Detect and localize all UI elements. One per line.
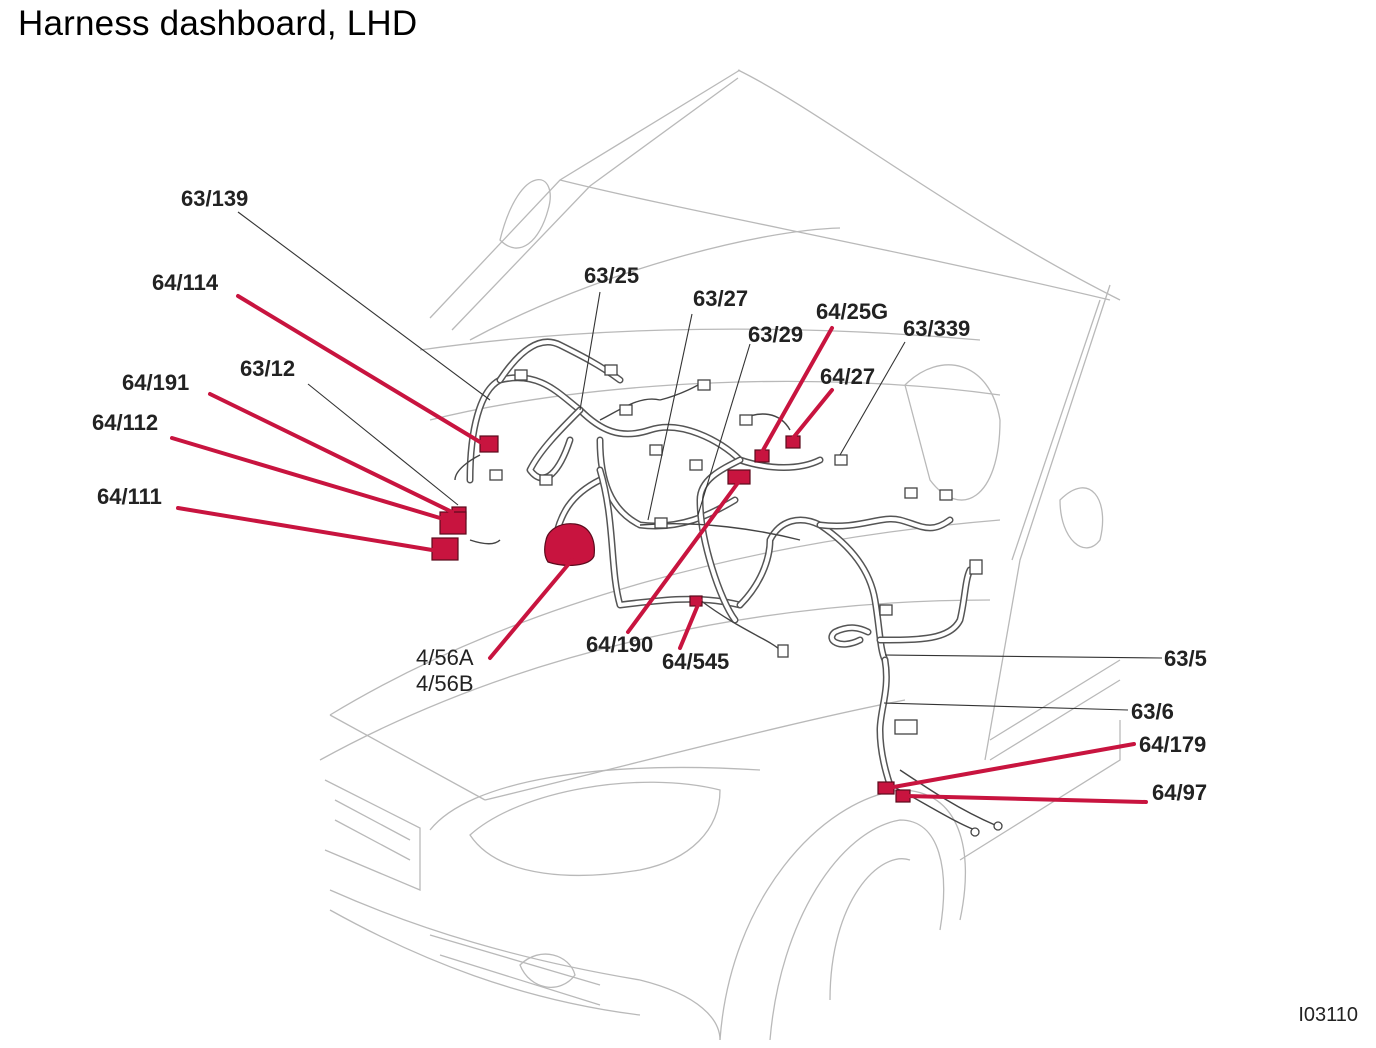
leader-64-545 <box>678 598 702 650</box>
callout-labels: 63/139 64/114 63/12 64/191 64/112 64/111… <box>92 186 1207 805</box>
diagram-title: Harness dashboard, LHD <box>18 4 418 43</box>
highlighted-connectors <box>431 435 911 803</box>
leader-64-114 <box>236 294 482 444</box>
leader-64-111 <box>176 506 434 552</box>
label-4-56B: 4/56B <box>416 671 474 696</box>
label-64-545: 64/545 <box>662 649 729 674</box>
label-64-27: 64/27 <box>820 364 875 389</box>
connector-64-112 <box>439 511 467 535</box>
leader-63-27 <box>647 313 693 521</box>
label-64-97: 64/97 <box>1152 780 1207 805</box>
label-63-25: 63/25 <box>584 263 639 288</box>
leader-63-5 <box>884 654 1163 659</box>
label-63-6: 63/6 <box>1131 699 1174 724</box>
leader-63-12 <box>307 383 459 506</box>
leader-63-29 <box>697 343 751 516</box>
label-63-29: 63/29 <box>748 322 803 347</box>
label-63-27: 63/27 <box>693 286 748 311</box>
label-63-339: 63/339 <box>903 316 970 341</box>
leader-63-339 <box>839 341 906 456</box>
leader-64-27 <box>791 388 834 440</box>
leader-64-112 <box>170 436 442 520</box>
label-64-25G: 64/25G <box>816 299 888 324</box>
leader-4-56 <box>488 558 574 660</box>
label-64-191: 64/191 <box>122 370 189 395</box>
figure-id: I03110 <box>1298 1004 1358 1026</box>
connector-64-111 <box>431 537 459 561</box>
label-63-139: 63/139 <box>181 186 248 211</box>
connector-64-114 <box>479 435 499 453</box>
leader-64-190 <box>626 478 742 634</box>
leader-63-25 <box>579 291 601 411</box>
connector-4-56 <box>544 523 595 566</box>
label-64-111: 64/111 <box>97 484 162 509</box>
leader-63-139 <box>237 211 491 401</box>
car-body-outline <box>319 69 1121 1041</box>
leader-lines <box>170 211 1163 804</box>
label-4-56A: 4/56A <box>416 645 474 670</box>
label-63-12: 63/12 <box>240 356 295 381</box>
label-64-190: 64/190 <box>586 632 653 657</box>
label-64-179: 64/179 <box>1139 732 1206 757</box>
leader-64-25G <box>760 326 834 454</box>
label-64-114: 64/114 <box>152 270 219 295</box>
leader-64-191 <box>208 392 454 514</box>
leader-63-6 <box>883 702 1129 711</box>
leader-64-97 <box>904 794 1148 804</box>
label-64-112: 64/112 <box>92 410 158 435</box>
label-63-5: 63/5 <box>1164 646 1207 671</box>
leader-64-179 <box>886 742 1136 790</box>
